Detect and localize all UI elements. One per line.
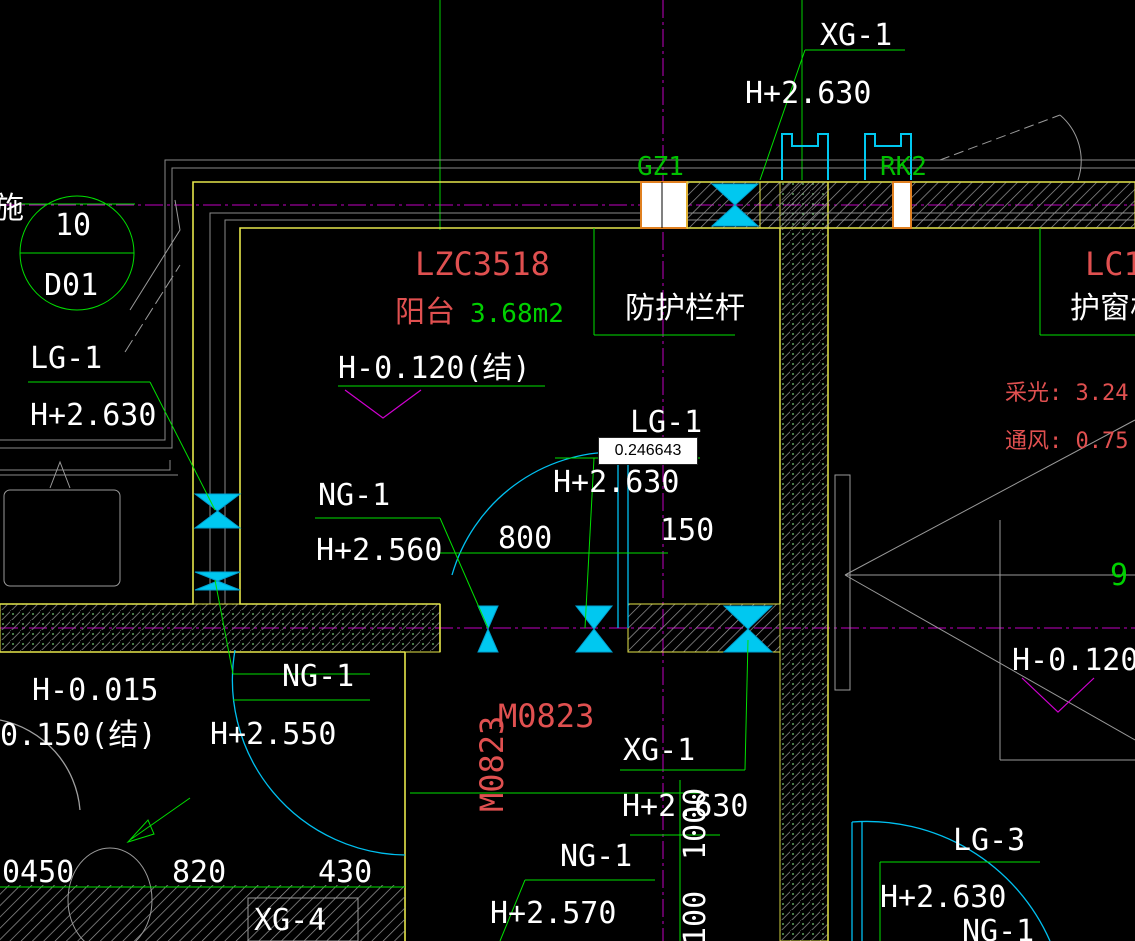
gz1-label[interactable]: GZ1	[637, 152, 684, 182]
balcony-label[interactable]: 阳台	[395, 295, 455, 330]
ng1-d-label[interactable]: NG-1	[962, 914, 1034, 941]
m0823-door-code[interactable]: M0823	[498, 697, 594, 735]
top-brackets	[781, 133, 912, 180]
leader-lines	[0, 49, 1135, 941]
xg1-bottom-height[interactable]: H+2.630	[622, 789, 748, 824]
level-150[interactable]: 0.150(结)	[0, 718, 156, 753]
lg1-mid-height[interactable]: H+2.630	[553, 465, 679, 500]
dim-450[interactable]: 0450	[2, 855, 74, 890]
m0823-door-code-vertical[interactable]: M0823	[473, 716, 511, 812]
ng1-c-label[interactable]: NG-1	[560, 839, 632, 874]
level-015[interactable]: H-0.015	[32, 673, 158, 708]
dim-820[interactable]: 820	[172, 855, 226, 890]
inner-outlines	[0, 159, 1135, 604]
opening-symbols	[193, 183, 774, 653]
xg4-label[interactable]: XG-4	[254, 903, 326, 938]
ng1-a-label[interactable]: NG-1	[318, 478, 390, 513]
ng1-b-height[interactable]: H+2.550	[210, 717, 336, 752]
balcony-level[interactable]: H-0.120(结)	[338, 351, 531, 386]
balcony-area[interactable]: 3.68m2	[470, 299, 564, 329]
lg1-left-label[interactable]: LG-1	[30, 341, 102, 376]
lg1-mid-label[interactable]: LG-1	[630, 405, 702, 440]
xg1-bottom-label[interactable]: XG-1	[623, 733, 695, 768]
ng1-c-height[interactable]: H+2.570	[490, 896, 616, 931]
lc-window-code[interactable]: LC1	[1085, 245, 1135, 283]
measurement-tooltip: 0.246643	[598, 437, 698, 465]
ng1-a-height[interactable]: H+2.560	[316, 533, 442, 568]
dim-bottom[interactable]: 100	[678, 891, 713, 941]
right-level[interactable]: H-0.120	[1012, 643, 1135, 678]
axis-number[interactable]: 10	[55, 208, 91, 243]
misc-lines	[3, 114, 1135, 941]
lg3-label[interactable]: LG-3	[953, 823, 1025, 858]
right-number[interactable]: 9.	[1110, 558, 1135, 593]
ng1-b-label[interactable]: NG-1	[282, 659, 354, 694]
xg1-top-label[interactable]: XG-1	[820, 18, 892, 53]
partial-left-text: 施	[0, 191, 24, 226]
rk2-label[interactable]: RK2	[880, 152, 927, 182]
hatched-walls	[0, 181, 1135, 941]
dim-430[interactable]: 430	[318, 855, 372, 890]
lzc-window-code[interactable]: LZC3518	[415, 245, 550, 283]
text-layer: XG-1 H+2.630 GZ1 RK2 10 D01 施 LZC3518 阳台…	[0, 18, 1135, 941]
guard-window-label[interactable]: 护窗栏	[1070, 291, 1135, 326]
axis-reference[interactable]: D01	[44, 268, 98, 303]
dim-1000[interactable]: 1000	[678, 788, 713, 860]
ventilation-ratio[interactable]: 通风: 0.75 >	[1005, 429, 1135, 454]
level-markers	[344, 389, 1095, 713]
daylight-ratio[interactable]: 采光: 3.24 >	[1005, 381, 1135, 406]
guard-rail-label[interactable]: 防护栏杆	[625, 291, 745, 326]
dim-150[interactable]: 150	[660, 513, 714, 548]
xg1-top-height[interactable]: H+2.630	[745, 76, 871, 111]
dim-800[interactable]: 800	[498, 521, 552, 556]
lg3-height[interactable]: H+2.630	[880, 880, 1006, 915]
lg1-left-height[interactable]: H+2.630	[30, 398, 156, 433]
door-arcs	[0, 451, 1051, 941]
